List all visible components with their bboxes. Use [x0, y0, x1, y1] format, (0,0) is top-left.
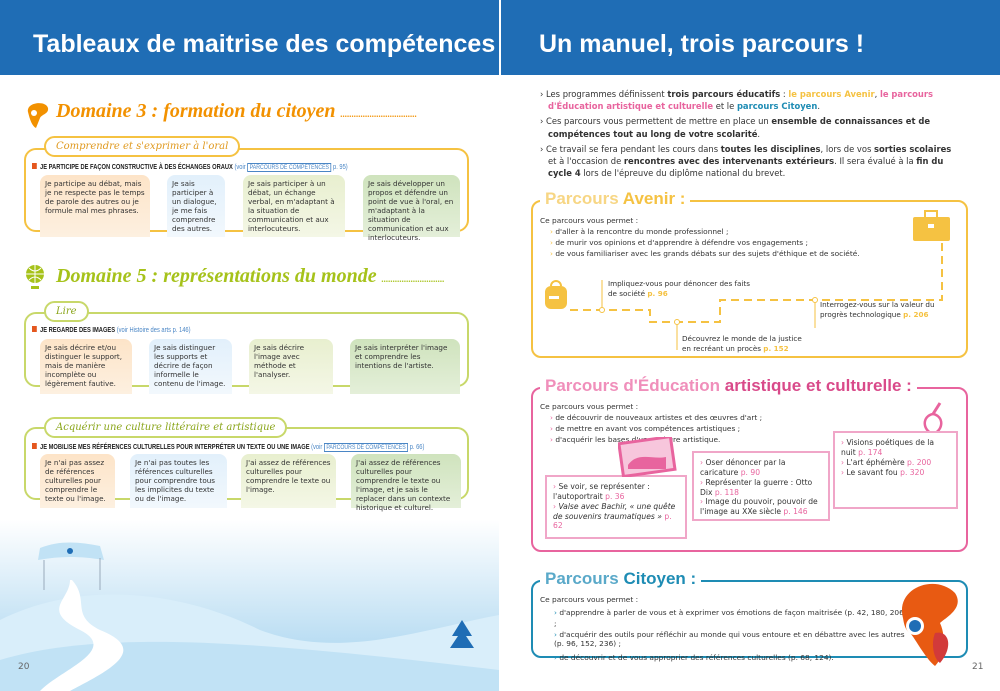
level-card: J'ai assez de références culturelles pou… [241, 454, 336, 508]
intro-paragraph: › Ce travail se fera pendant les cours d… [540, 143, 952, 179]
intro-paragraph: › Les programmes définissent trois parco… [540, 89, 933, 112]
skill-heading: JE REGARDE DES IMAGES (voir Histoire des… [32, 325, 191, 334]
level-card: Je participe au débat, mais je ne respec… [40, 175, 150, 237]
histoire-des-arts-link[interactable]: (voir Histoire des arts p. 146) [116, 325, 191, 334]
avenir-list: Ce parcours vous permet : › d'aller à la… [540, 216, 860, 259]
tree-icon [450, 620, 474, 648]
left-page-header: Tableaux de maitrise des compétences [0, 0, 499, 75]
picture-frame-icon [618, 437, 677, 477]
level-card: Je n'ai pas assez de références culturel… [40, 454, 115, 508]
domain3-title: Domaine 3 : formation du citoyen .......… [56, 100, 417, 122]
right-page-header: Un manuel, trois parcours ! [501, 0, 1000, 75]
eac-title: Parcours d'Éducation artistique et cultu… [540, 376, 917, 396]
citoyen-mascot-icon [901, 583, 958, 666]
page-title: Tableaux de maitrise des compétences [33, 30, 496, 58]
lire-box [24, 312, 469, 387]
level-card: Je sais développer un propos et défendre… [363, 175, 460, 242]
landscape-illustration [0, 520, 499, 691]
avenir-box [531, 200, 968, 358]
avenir-step: Impliquez-vous pour dénoncer des faits d… [608, 279, 750, 298]
skill-heading: JE MOBILISE MES RÉFÉRENCES CULTURELLES P… [32, 442, 424, 452]
level-card: J'ai assez de références culturelles pou… [351, 454, 461, 512]
eac-frame: › Oser dénoncer par la caricature p. 90 … [692, 451, 830, 521]
level-card: Je sais décrire l'image avec méthode et … [249, 339, 333, 394]
level-card: Je sais distinguer les supports et décri… [149, 339, 232, 394]
competences-link[interactable]: PARCOURS DE COMPÉTENCES [247, 163, 332, 172]
avenir-path [570, 240, 943, 350]
globe-icon [26, 265, 44, 289]
skill-heading: JE PARTICIPE DE FAÇON CONSTRUCTIVE À DES… [32, 162, 348, 172]
lire-tab: Lire [44, 301, 89, 322]
backpack-icon [545, 280, 567, 309]
citoyen-title: Parcours Citoyen : [540, 569, 702, 589]
page-title: Un manuel, trois parcours ! [539, 30, 865, 58]
level-card: Je sais participer à un dialogue, je me … [167, 175, 225, 237]
citoyen-box [531, 580, 968, 658]
level-card: Je sais interpréter l'image et comprendr… [350, 339, 460, 394]
competences-link[interactable]: PARCOURS DE COMPÉTENCES [323, 443, 409, 452]
level-card: Je n'ai pas toutes les références cultur… [130, 454, 227, 508]
intro-paragraph: › Ces parcours vous permettent de mettre… [540, 116, 931, 139]
citoyen-list: Ce parcours vous permet : › d'apprendre … [540, 595, 907, 663]
eac-frame: › Visions poétiques de la nuit p. 174 › … [833, 431, 958, 509]
briefcase-icon [913, 210, 950, 241]
domain5-title: Domaine 5 : représentations du monde ...… [56, 265, 445, 287]
level-card: Je sais décrire et/ou distinguer le supp… [40, 339, 132, 394]
eac-frame: › Se voir, se représenter : l'autoportra… [545, 475, 687, 539]
domain3-tab: Comprendre et s'exprimer à l'oral [44, 136, 241, 157]
page-number: 21 [972, 662, 984, 672]
domain3-mascot-icon [27, 103, 49, 128]
culture-tab: Acquérir une culture littéraire et artis… [44, 417, 288, 438]
avenir-step: Découvrez le monde de la justice en recr… [682, 334, 802, 353]
avenir-step: Interrogez-vous sur la valeur du progrès… [820, 300, 935, 319]
page-number: 20 [18, 662, 30, 672]
level-card: Je sais participer à un débat, un échang… [243, 175, 345, 237]
intro-text: › Les programmes définissent trois parco… [540, 88, 960, 182]
avenir-title: Parcours Avenir : [540, 189, 691, 209]
